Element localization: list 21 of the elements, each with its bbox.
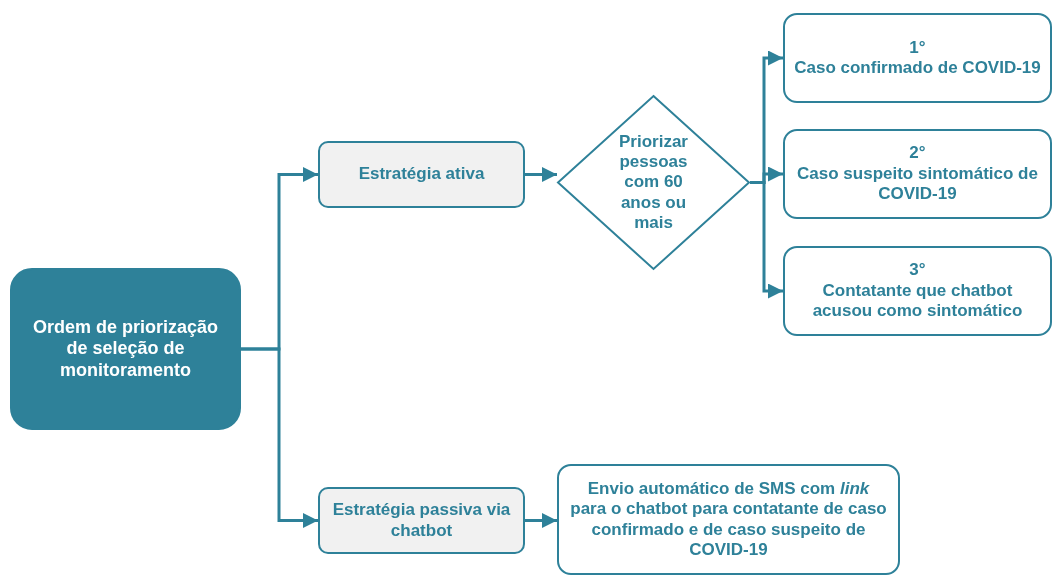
connector-arrow — [525, 167, 557, 182]
box-text: Priorizar pessoas com 60 anos ou mais — [618, 131, 689, 234]
strategy-box — [318, 487, 525, 554]
box-text: Ordem de priorização de seleção de monitoramento — [31, 316, 220, 382]
rank-number: 2° — [909, 143, 926, 164]
rank-number: 3° — [909, 260, 926, 281]
start-box — [10, 268, 241, 430]
process-box — [783, 129, 1052, 219]
connector-arrow — [525, 513, 557, 528]
box-text: Envio automático de SMS com link para o chatbot para contatante de caso confirmado e de caso suspeito de COVID-19 — [569, 478, 888, 561]
strategy-box — [318, 141, 525, 208]
box-text: Estratégia passiva via chatbot — [331, 500, 512, 541]
process-box — [783, 246, 1052, 336]
process-box — [557, 464, 900, 575]
box-text: Caso confirmado de COVID-19 — [794, 58, 1041, 79]
rank-number: 1° — [909, 37, 926, 58]
box-text: Contatante que chatbot acusou como sintomático — [811, 280, 1024, 322]
process-box — [783, 13, 1052, 103]
box-text: Caso suspeito sintomático de COVID-19 — [796, 163, 1039, 205]
box-text: Estratégia ativa — [358, 164, 485, 185]
connector-arrow — [241, 347, 318, 528]
